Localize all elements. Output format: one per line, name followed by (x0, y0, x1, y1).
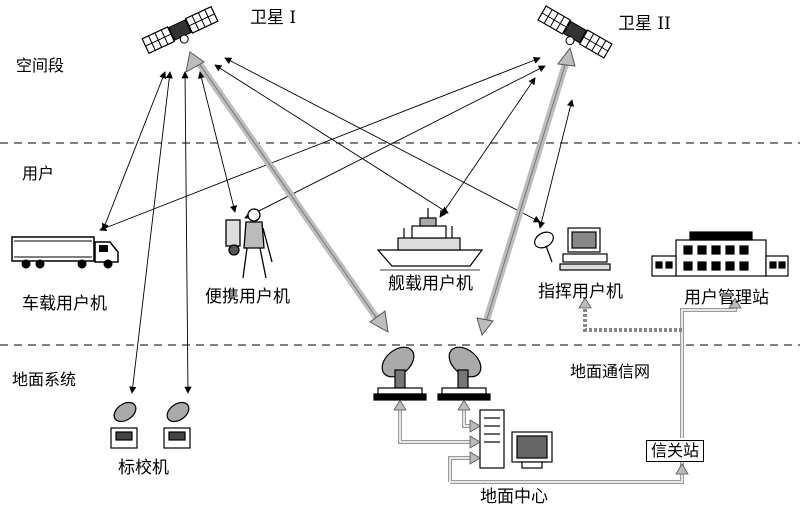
portable-user-label: 便携用户机 (205, 287, 290, 307)
truck-icon (11, 236, 119, 269)
ship-icon (376, 208, 484, 271)
space-segment-label: 空间段 (16, 56, 65, 75)
sat2-ground-link (476, 46, 576, 337)
ground-center-computer-icon (479, 409, 553, 469)
ground-dish-1-icon (373, 346, 427, 401)
calibration-label: 标校机 (118, 458, 169, 478)
building-icon (651, 231, 789, 277)
ground-dish-2-icon (437, 346, 491, 401)
soldier-icon (225, 208, 273, 279)
sat1-thin-links (101, 57, 541, 394)
command-dashed-link (583, 300, 682, 332)
satellite-1-icon (141, 5, 219, 55)
sat1-ground-link (185, 51, 389, 333)
sat1-label: 卫星 I (250, 8, 297, 28)
calibration-unit-2-icon (163, 401, 191, 449)
command-user-label: 指挥用户机 (538, 282, 623, 302)
ground-arrowheads (393, 297, 742, 475)
ground-network-label: 地面通信网 (570, 362, 651, 381)
user-segment-label: 用户 (22, 164, 55, 183)
satellite-2-icon (537, 5, 613, 59)
station-label: 用户管理站 (684, 288, 769, 308)
calibration-unit-1-icon (110, 401, 138, 449)
vehicle-user-label: 车载用户机 (22, 294, 107, 314)
sat2-thin-links (99, 56, 574, 232)
gateway-station-label: 信关站 (646, 440, 705, 462)
ground-segment-label: 地面系统 (12, 370, 77, 389)
command-terminal-icon (534, 227, 611, 271)
sat2-label: 卫星 II (618, 14, 671, 34)
ship-user-label: 舰载用户机 (388, 274, 473, 294)
ground-center-label: 地面中心 (480, 487, 548, 507)
